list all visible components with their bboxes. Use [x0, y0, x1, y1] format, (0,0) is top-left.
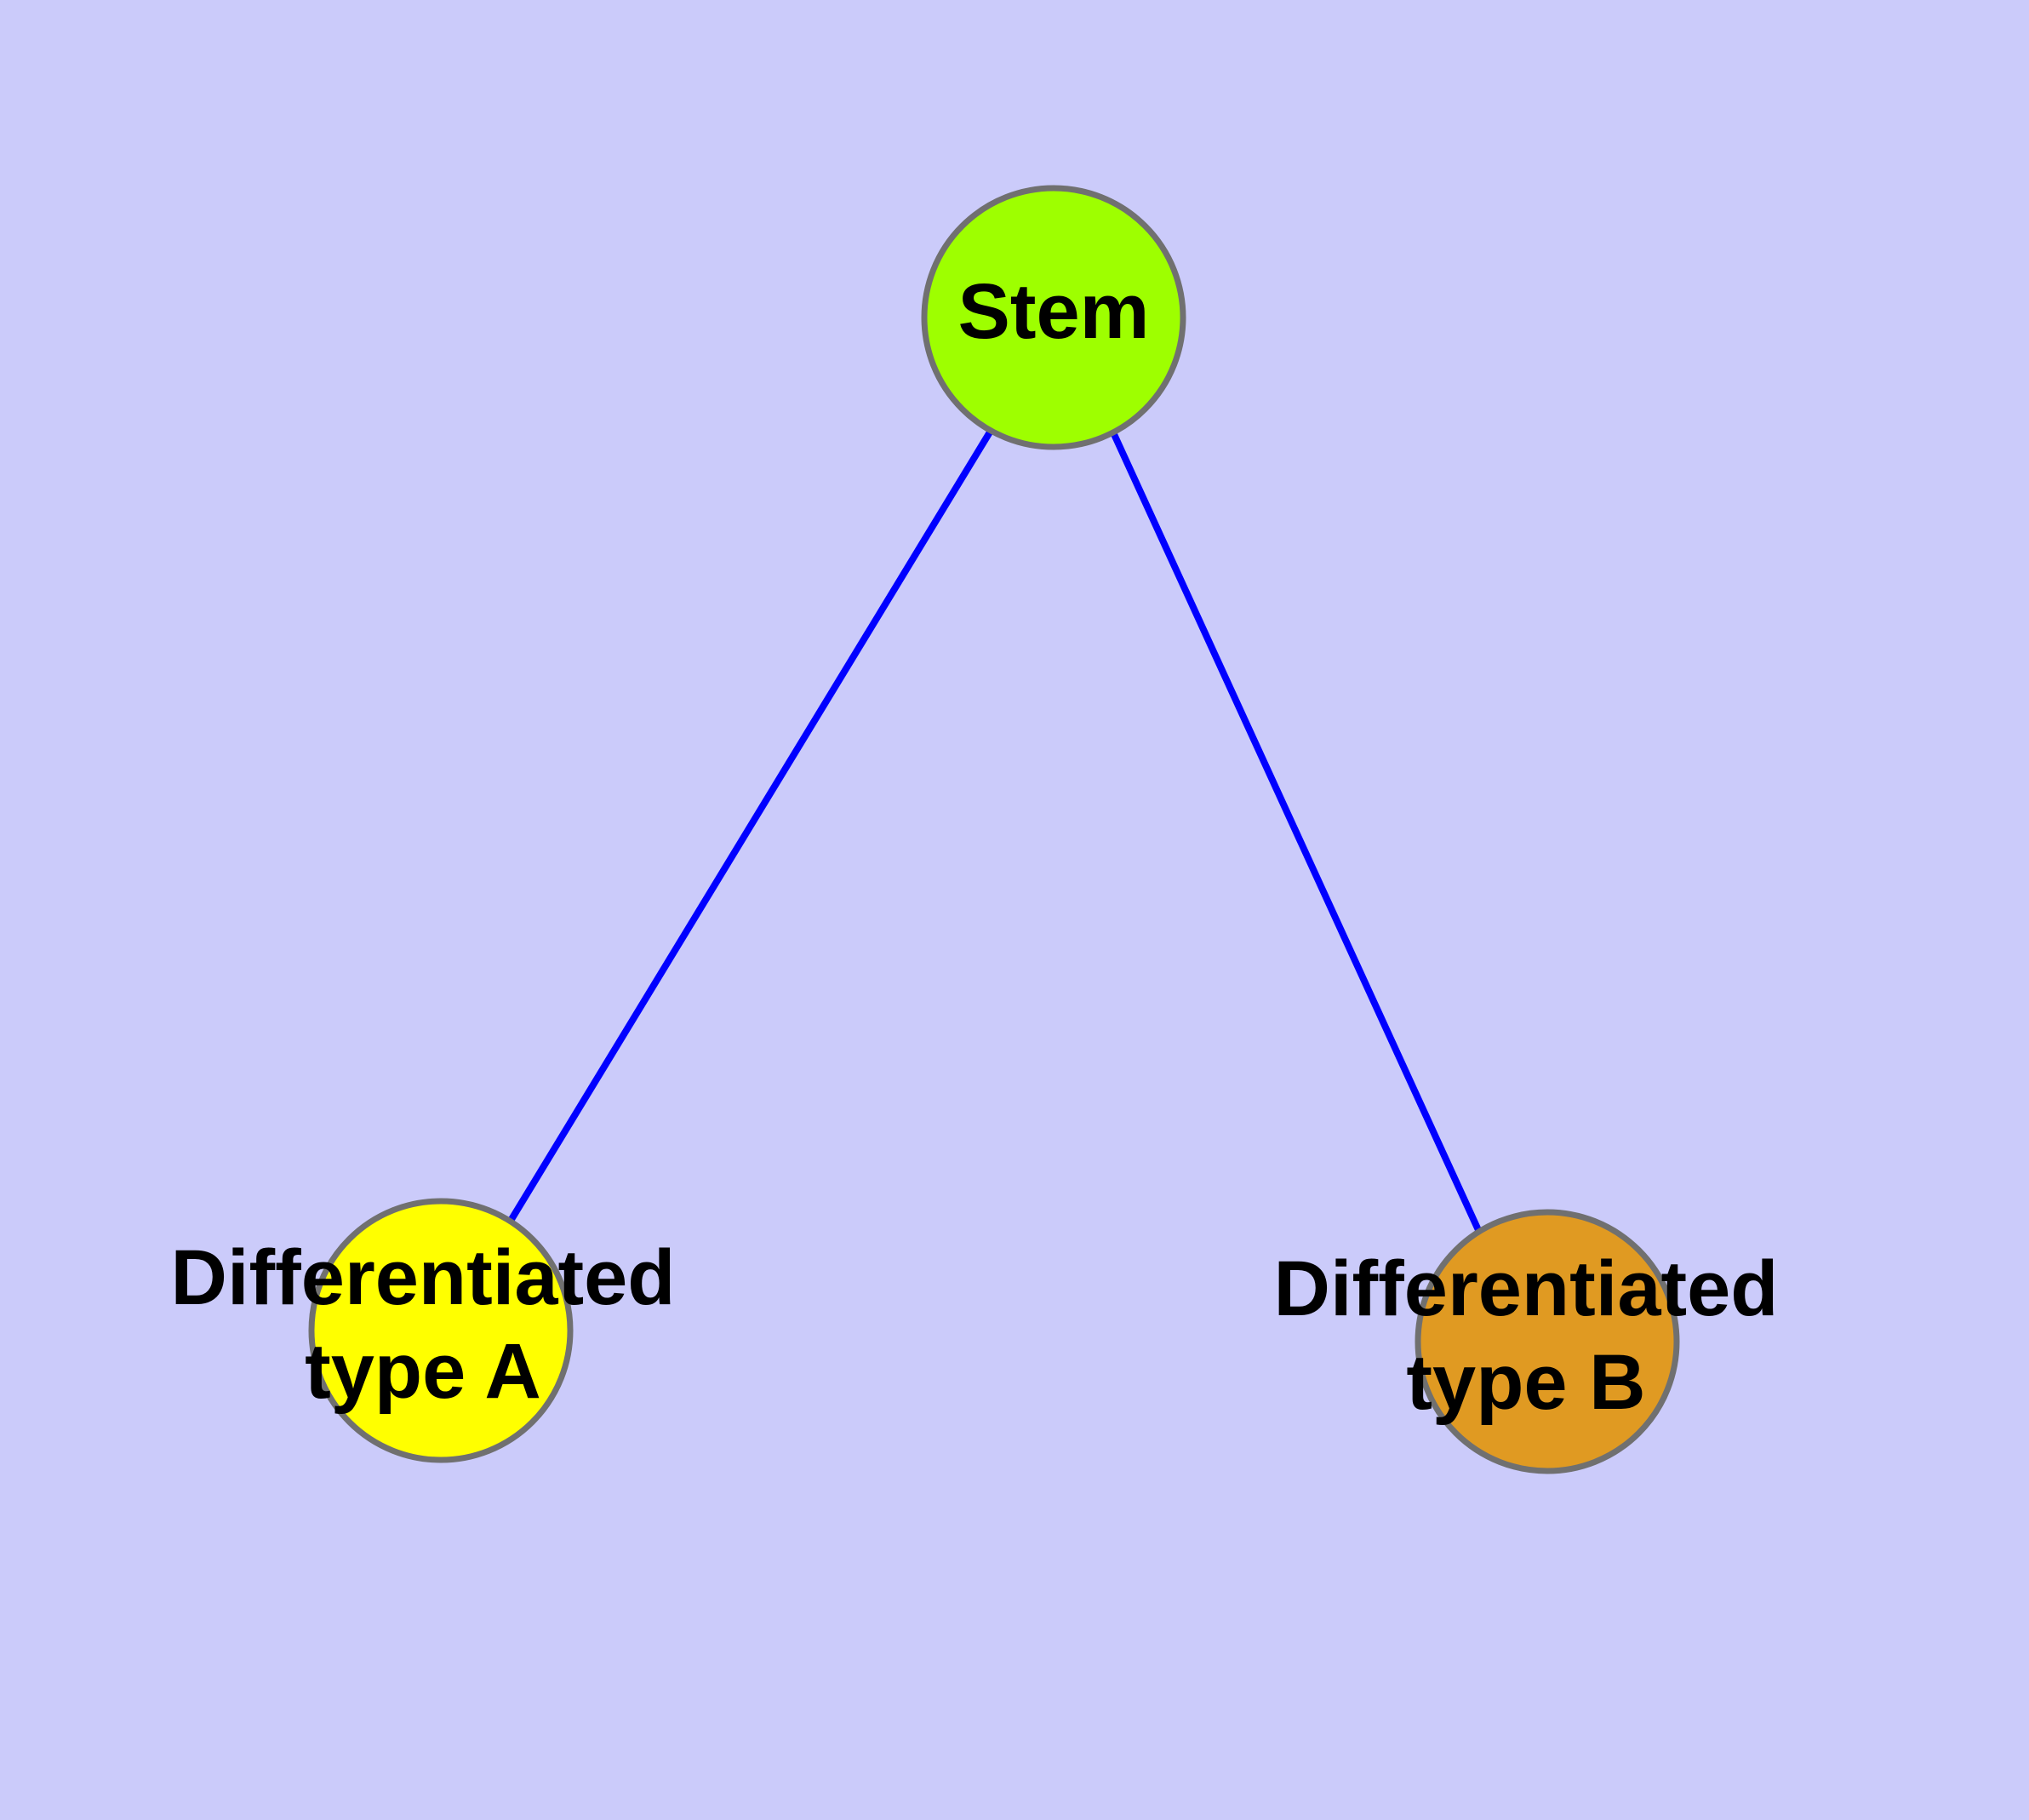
node-label-line: type B — [1406, 1339, 1645, 1426]
nodes-group — [308, 185, 1680, 1474]
node-label-line: Differentiated — [1274, 1245, 1779, 1332]
node-circle-diff-a[interactable] — [308, 1198, 574, 1463]
node-label-line: Stem — [958, 268, 1150, 355]
node-circle-diff-b[interactable] — [1415, 1209, 1680, 1474]
edges-group — [507, 428, 1482, 1232]
node-label-stem: Stem — [958, 268, 1150, 355]
edge-stem-to-diff-b — [1110, 431, 1482, 1232]
node-circle-stem[interactable] — [921, 185, 1186, 450]
node-label-line: Differentiated — [171, 1234, 676, 1321]
node-label-line: type A — [305, 1328, 541, 1415]
edge-stem-to-diff-a — [507, 428, 994, 1223]
